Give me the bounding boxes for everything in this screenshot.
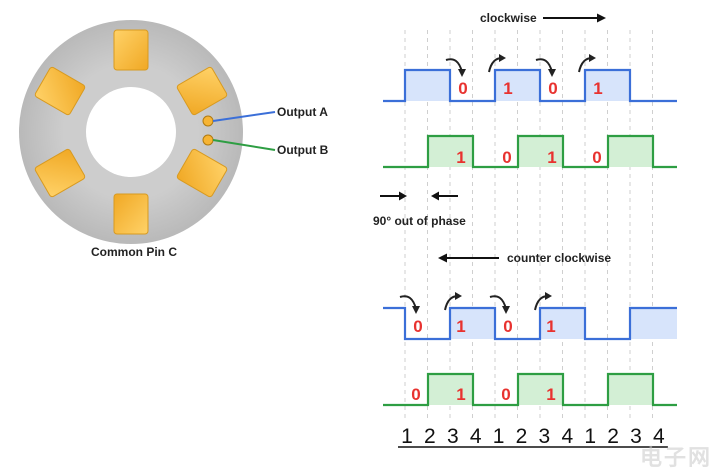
encoder-pad bbox=[113, 193, 149, 235]
step-number: 4 bbox=[470, 425, 482, 448]
ccw-curve-arrowhead-4 bbox=[545, 292, 552, 300]
step-number: 3 bbox=[447, 425, 459, 448]
output-a-wire bbox=[212, 111, 276, 122]
clockwise-section: clockwise 0 1 0 bbox=[373, 11, 677, 228]
cw-curve-arrowhead-3 bbox=[548, 69, 556, 77]
cw-b-high-fill-3 bbox=[608, 136, 653, 167]
step-number: 3 bbox=[539, 425, 551, 448]
output-b-pin bbox=[202, 134, 214, 146]
ccw-b-bit-2: 1 bbox=[456, 385, 465, 404]
ccw-channel-b bbox=[383, 372, 677, 407]
cw-curve-arrowhead-1 bbox=[458, 69, 466, 77]
ccw-a-waveform bbox=[383, 306, 677, 341]
cw-a-bit-2: 1 bbox=[503, 79, 512, 98]
step-number: 2 bbox=[424, 425, 436, 448]
cw-a-waveform bbox=[383, 68, 677, 103]
encoder-pad bbox=[176, 148, 228, 198]
cw-curve-arrowhead-4 bbox=[589, 54, 596, 62]
clockwise-title: clockwise bbox=[480, 11, 537, 25]
phase-arrowhead-right bbox=[399, 191, 407, 201]
output-a-label: Output A bbox=[277, 105, 328, 119]
output-a-pin bbox=[202, 115, 214, 127]
ccw-a-high-fill-2 bbox=[540, 308, 585, 339]
common-pin-label: Common Pin C bbox=[91, 245, 177, 259]
cw-a-high-fill-2 bbox=[495, 70, 540, 101]
step-number: 1 bbox=[401, 425, 413, 448]
ccw-a-high-fill-3 bbox=[630, 308, 677, 339]
encoder-hub-hole bbox=[86, 87, 176, 177]
ccw-b-high-fill-2 bbox=[518, 374, 563, 405]
cw-channel-b bbox=[383, 134, 677, 169]
step-number: 2 bbox=[516, 425, 528, 448]
step-number: 1 bbox=[584, 425, 596, 448]
cw-a-bit-3: 0 bbox=[548, 79, 557, 98]
encoder-pad bbox=[176, 66, 228, 116]
ccw-b-bit-4: 1 bbox=[546, 385, 555, 404]
cw-b-bit-4: 0 bbox=[592, 148, 601, 167]
ccw-a-bit-3: 0 bbox=[503, 317, 512, 336]
cw-b-high-fill-2 bbox=[518, 136, 563, 167]
encoder-pad bbox=[34, 148, 86, 198]
ccw-a-bit-2: 1 bbox=[456, 317, 465, 336]
ccw-a-bit-4: 1 bbox=[546, 317, 555, 336]
ccw-b-high-fill-3 bbox=[608, 374, 653, 405]
step-number: 4 bbox=[561, 425, 573, 448]
cw-b-bit-3: 1 bbox=[547, 148, 556, 167]
step-number: 1 bbox=[493, 425, 505, 448]
ccw-b-high-fill-1 bbox=[428, 374, 473, 405]
ccw-title: counter clockwise bbox=[507, 251, 611, 265]
ccw-b-waveform bbox=[383, 372, 677, 407]
cw-b-bit-2: 0 bbox=[502, 148, 511, 167]
cw-a-high-fill-1 bbox=[405, 70, 450, 101]
step-number: 3 bbox=[630, 425, 642, 448]
encoder-pads bbox=[34, 29, 228, 235]
ccw-a-high-fill-1 bbox=[450, 308, 495, 339]
counter-clockwise-section: counter clockwise 0 1 0 bbox=[383, 251, 677, 407]
cw-a-bit-1: 0 bbox=[458, 79, 467, 98]
output-b-wire bbox=[212, 139, 276, 151]
cw-b-waveform bbox=[383, 134, 677, 169]
ccw-channel-a bbox=[383, 306, 677, 341]
phase-note: 90° out of phase bbox=[373, 214, 466, 228]
ccw-curve-arrowhead-3 bbox=[502, 306, 510, 314]
encoder-pad bbox=[113, 29, 149, 71]
cw-a-high-fill-3 bbox=[585, 70, 630, 101]
cw-channel-a bbox=[383, 68, 677, 103]
cw-b-bit-1: 1 bbox=[456, 148, 465, 167]
step-number: 4 bbox=[653, 425, 665, 448]
ccw-curve-arrowhead-1 bbox=[412, 306, 420, 314]
cw-b-high-fill-1 bbox=[428, 136, 473, 167]
ccw-arrowhead bbox=[438, 253, 447, 263]
cw-a-bit-4: 1 bbox=[593, 79, 602, 98]
encoder-pad bbox=[34, 66, 86, 116]
phase-arrowhead-left bbox=[431, 191, 439, 201]
clockwise-arrowhead bbox=[597, 13, 606, 23]
ccw-b-bit-3: 0 bbox=[501, 385, 510, 404]
step-number: 2 bbox=[607, 425, 619, 448]
ccw-a-bit-1: 0 bbox=[413, 317, 422, 336]
ccw-curved-arrows bbox=[399, 292, 552, 314]
ccw-curve-arrowhead-2 bbox=[455, 292, 462, 300]
ccw-b-bit-1: 0 bbox=[411, 385, 420, 404]
cw-curved-arrows bbox=[445, 54, 596, 77]
encoder-disc-group: Output A Output B Common Pin C bbox=[19, 20, 329, 259]
output-b-label: Output B bbox=[277, 143, 329, 157]
watermark: 电子网 bbox=[639, 445, 712, 470]
cw-curve-arrowhead-2 bbox=[499, 54, 506, 62]
